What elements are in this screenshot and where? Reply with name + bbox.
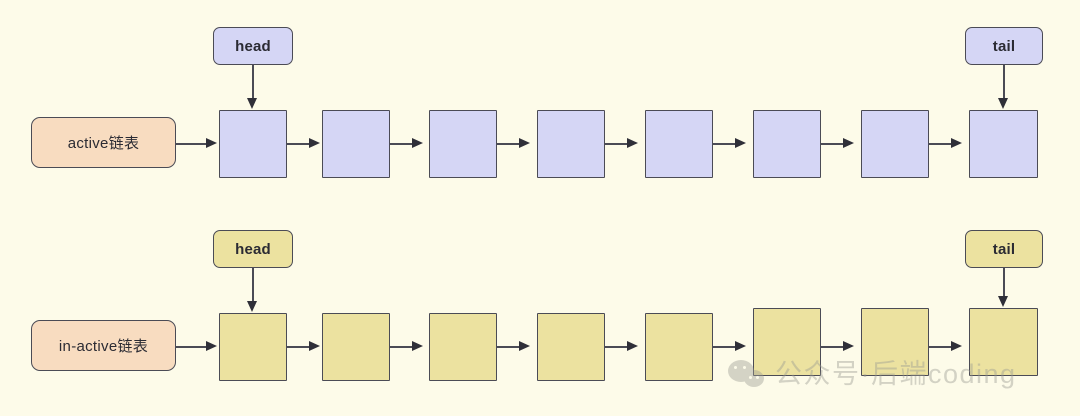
inactive-node-4[interactable] bbox=[537, 313, 605, 381]
inactive-list-label-text: in-active链表 bbox=[58, 338, 149, 355]
active-tail-connector-line bbox=[1003, 65, 1005, 100]
active-head-label: head bbox=[235, 37, 271, 55]
inactive-link-1-2-arrow bbox=[309, 340, 320, 351]
inactive-node-2[interactable] bbox=[322, 313, 390, 381]
active-link-5-6-line bbox=[713, 143, 737, 145]
inactive-node-5[interactable] bbox=[645, 313, 713, 381]
inactive-head-connector-line bbox=[252, 268, 254, 303]
inactive-link-5-6-arrow bbox=[735, 340, 746, 351]
active-node-4[interactable] bbox=[537, 110, 605, 178]
active-node-5[interactable] bbox=[645, 110, 713, 178]
active-head-pointer[interactable]: head bbox=[213, 27, 293, 65]
inactive-tail-connector-arrow bbox=[998, 296, 1008, 307]
inactive-link-3-4-arrow bbox=[519, 340, 530, 351]
inactive-link-2-3-line bbox=[390, 346, 414, 348]
active-link-1-2-line bbox=[287, 143, 311, 145]
inactive-label-connector-line bbox=[176, 346, 208, 348]
active-label-connector-line bbox=[176, 143, 208, 145]
active-link-4-5-arrow bbox=[627, 137, 638, 148]
active-node-3[interactable] bbox=[429, 110, 497, 178]
inactive-node-1[interactable] bbox=[219, 313, 287, 381]
active-link-2-3-line bbox=[390, 143, 414, 145]
active-tail-label: tail bbox=[992, 37, 1016, 55]
active-label-connector-arrow bbox=[206, 137, 217, 148]
active-link-3-4-line bbox=[497, 143, 521, 145]
active-node-2[interactable] bbox=[322, 110, 390, 178]
active-head-connector-arrow bbox=[247, 98, 257, 109]
active-link-2-3-arrow bbox=[412, 137, 423, 148]
active-node-6[interactable] bbox=[753, 110, 821, 178]
inactive-link-7-8-arrow bbox=[951, 340, 962, 351]
inactive-node-6[interactable] bbox=[753, 308, 821, 376]
active-tail-connector-arrow bbox=[998, 98, 1008, 109]
inactive-link-2-3-arrow bbox=[412, 340, 423, 351]
inactive-node-3[interactable] bbox=[429, 313, 497, 381]
inactive-tail-pointer[interactable]: tail bbox=[965, 230, 1043, 268]
active-link-6-7-line bbox=[821, 143, 845, 145]
active-link-7-8-arrow bbox=[951, 137, 962, 148]
active-link-6-7-arrow bbox=[843, 137, 854, 148]
inactive-head-label: head bbox=[235, 240, 271, 258]
active-node-7[interactable] bbox=[861, 110, 929, 178]
inactive-link-4-5-arrow bbox=[627, 340, 638, 351]
active-list-label-text: active链表 bbox=[67, 135, 140, 152]
inactive-label-connector-arrow bbox=[206, 340, 217, 351]
active-link-1-2-arrow bbox=[309, 137, 320, 148]
inactive-node-7[interactable] bbox=[861, 308, 929, 376]
inactive-tail-connector-line bbox=[1003, 268, 1005, 300]
active-link-7-8-line bbox=[929, 143, 953, 145]
inactive-node-8[interactable] bbox=[969, 308, 1038, 376]
inactive-link-6-7-line bbox=[821, 346, 845, 348]
inactive-link-4-5-line bbox=[605, 346, 629, 348]
inactive-head-pointer[interactable]: head bbox=[213, 230, 293, 268]
active-node-8[interactable] bbox=[969, 110, 1038, 178]
inactive-link-3-4-line bbox=[497, 346, 521, 348]
active-link-3-4-arrow bbox=[519, 137, 530, 148]
active-tail-pointer[interactable]: tail bbox=[965, 27, 1043, 65]
inactive-link-6-7-arrow bbox=[843, 340, 854, 351]
inactive-link-1-2-line bbox=[287, 346, 311, 348]
inactive-list-label[interactable]: in-active链表 bbox=[31, 320, 176, 371]
inactive-link-5-6-line bbox=[713, 346, 737, 348]
active-node-1[interactable] bbox=[219, 110, 287, 178]
active-link-5-6-arrow bbox=[735, 137, 746, 148]
inactive-tail-label: tail bbox=[992, 240, 1016, 258]
inactive-link-7-8-line bbox=[929, 346, 953, 348]
inactive-head-connector-arrow bbox=[247, 301, 257, 312]
active-list-label[interactable]: active链表 bbox=[31, 117, 176, 168]
active-link-4-5-line bbox=[605, 143, 629, 145]
active-head-connector-line bbox=[252, 65, 254, 100]
